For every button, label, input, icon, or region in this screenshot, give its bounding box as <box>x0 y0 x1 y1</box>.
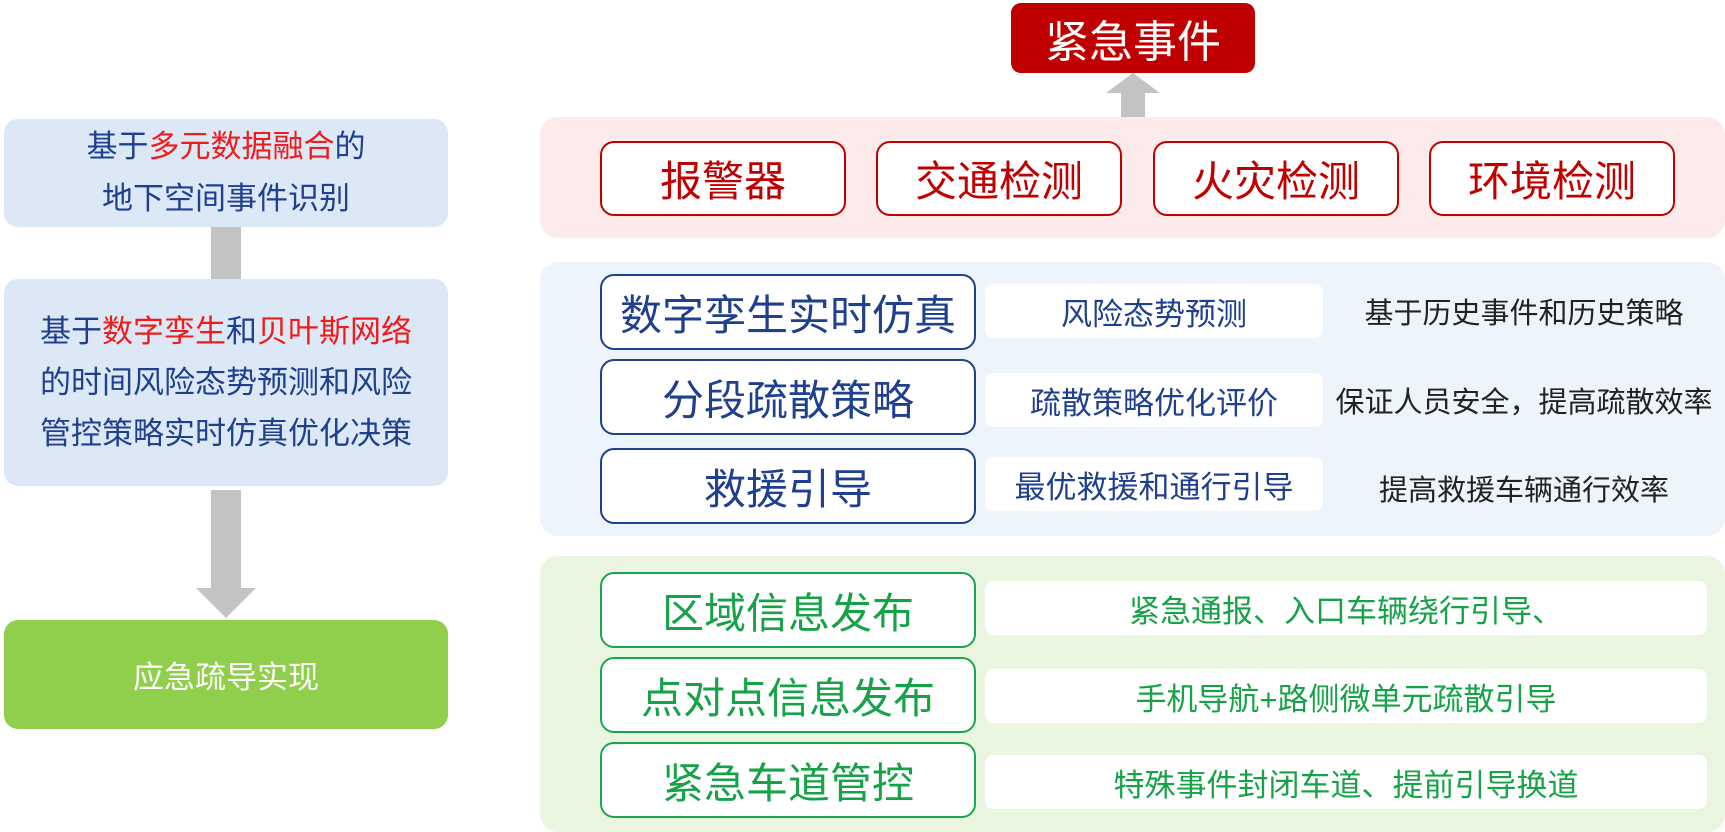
blue-box-label: 分段疏散策略 <box>661 376 914 424</box>
digital-twin-simulation-box: 数字孪生实时仿真 <box>600 274 976 350</box>
rescue-efficiency-note: 提高救援车辆通行效率 <box>1325 461 1723 515</box>
blue-right-text: 保证人员安全，提高疏散效率 <box>1335 387 1713 419</box>
left1-text-b: 的 <box>334 129 366 164</box>
risk-prediction-label: 风险态势预测 <box>985 284 1323 338</box>
green-box-label: 区域信息发布 <box>661 589 914 637</box>
left1-highlight: 多元数据融合 <box>148 129 335 164</box>
emergency-lane-control-box: 紧急车道管控 <box>600 742 976 818</box>
blue-mid-text: 最优救援和通行引导 <box>1014 469 1294 505</box>
left1-line2: 地下空间事件识别 <box>102 181 350 216</box>
blue-mid-text: 风险态势预测 <box>1061 296 1247 332</box>
regional-info-release-box: 区域信息发布 <box>600 572 976 648</box>
detection-label: 交通检测 <box>914 158 1083 205</box>
detection-label: 环境检测 <box>1467 158 1636 205</box>
detection-environment: 环境检测 <box>1429 141 1675 216</box>
up-arrow-icon <box>1106 73 1160 117</box>
history-based-note: 基于历史事件和历史策略 <box>1325 284 1723 338</box>
green-desc-text: 紧急通报、入口车辆绕行引导、 <box>1129 593 1563 629</box>
optimal-rescue-label: 最优救援和通行引导 <box>985 457 1323 511</box>
detection-alarm: 报警器 <box>600 141 846 216</box>
detection-label: 报警器 <box>659 158 786 205</box>
blue-box-label: 数字孪生实时仿真 <box>619 291 956 339</box>
left2-text-b: 和 <box>226 314 257 349</box>
left2-line3: 管控策略实时仿真优化决策 <box>40 416 412 451</box>
evacuation-implementation-box: 应急疏导实现 <box>4 620 448 729</box>
left2-line2: 的时间风险态势预测和风险 <box>40 365 412 400</box>
green-box-label: 点对点信息发布 <box>640 674 935 722</box>
left3-label: 应急疏导实现 <box>133 660 319 695</box>
p2p-info-release-box: 点对点信息发布 <box>600 657 976 733</box>
event-identification-box: 基于多元数据融合的 地下空间事件识别 <box>4 119 448 227</box>
emergency-label: 紧急事件 <box>1045 18 1221 67</box>
green-box-label: 紧急车道管控 <box>661 759 914 807</box>
left2-highlight-1: 数字孪生 <box>102 314 226 349</box>
segmented-evacuation-box: 分段疏散策略 <box>600 359 976 435</box>
risk-prediction-box: 基于数字孪生和贝叶斯网络 的时间风险态势预测和风险 管控策略实时仿真优化决策 <box>4 279 448 486</box>
blue-mid-text: 疏散策略优化评价 <box>1030 385 1278 421</box>
safety-efficiency-note: 保证人员安全，提高疏散效率 <box>1325 373 1723 427</box>
evacuation-evaluation-label: 疏散策略优化评价 <box>985 373 1323 427</box>
left2-text-a: 基于 <box>40 314 102 349</box>
connector-bar <box>211 227 241 279</box>
lane-control-desc: 特殊事件封闭车道、提前引导换道 <box>985 755 1707 809</box>
down-arrow-icon <box>196 490 256 618</box>
green-desc-text: 特殊事件封闭车道、提前引导换道 <box>1113 767 1579 803</box>
green-desc-text: 手机导航+路侧微单元疏散引导 <box>1135 681 1557 717</box>
blue-right-text: 提高救援车辆通行效率 <box>1378 475 1669 507</box>
detection-traffic: 交通检测 <box>876 141 1122 216</box>
detection-fire: 火灾检测 <box>1153 141 1399 216</box>
detection-label: 火灾检测 <box>1191 158 1360 205</box>
blue-box-label: 救援引导 <box>703 465 872 513</box>
regional-info-desc: 紧急通报、入口车辆绕行引导、 <box>985 581 1707 635</box>
p2p-info-desc: 手机导航+路侧微单元疏散引导 <box>985 669 1707 723</box>
left2-highlight-2: 贝叶斯网络 <box>257 314 412 349</box>
blue-right-text: 基于历史事件和历史策略 <box>1364 298 1684 330</box>
left1-text-a: 基于 <box>86 129 149 164</box>
emergency-event-box: 紧急事件 <box>1011 3 1255 73</box>
rescue-guidance-box: 救援引导 <box>600 448 976 524</box>
